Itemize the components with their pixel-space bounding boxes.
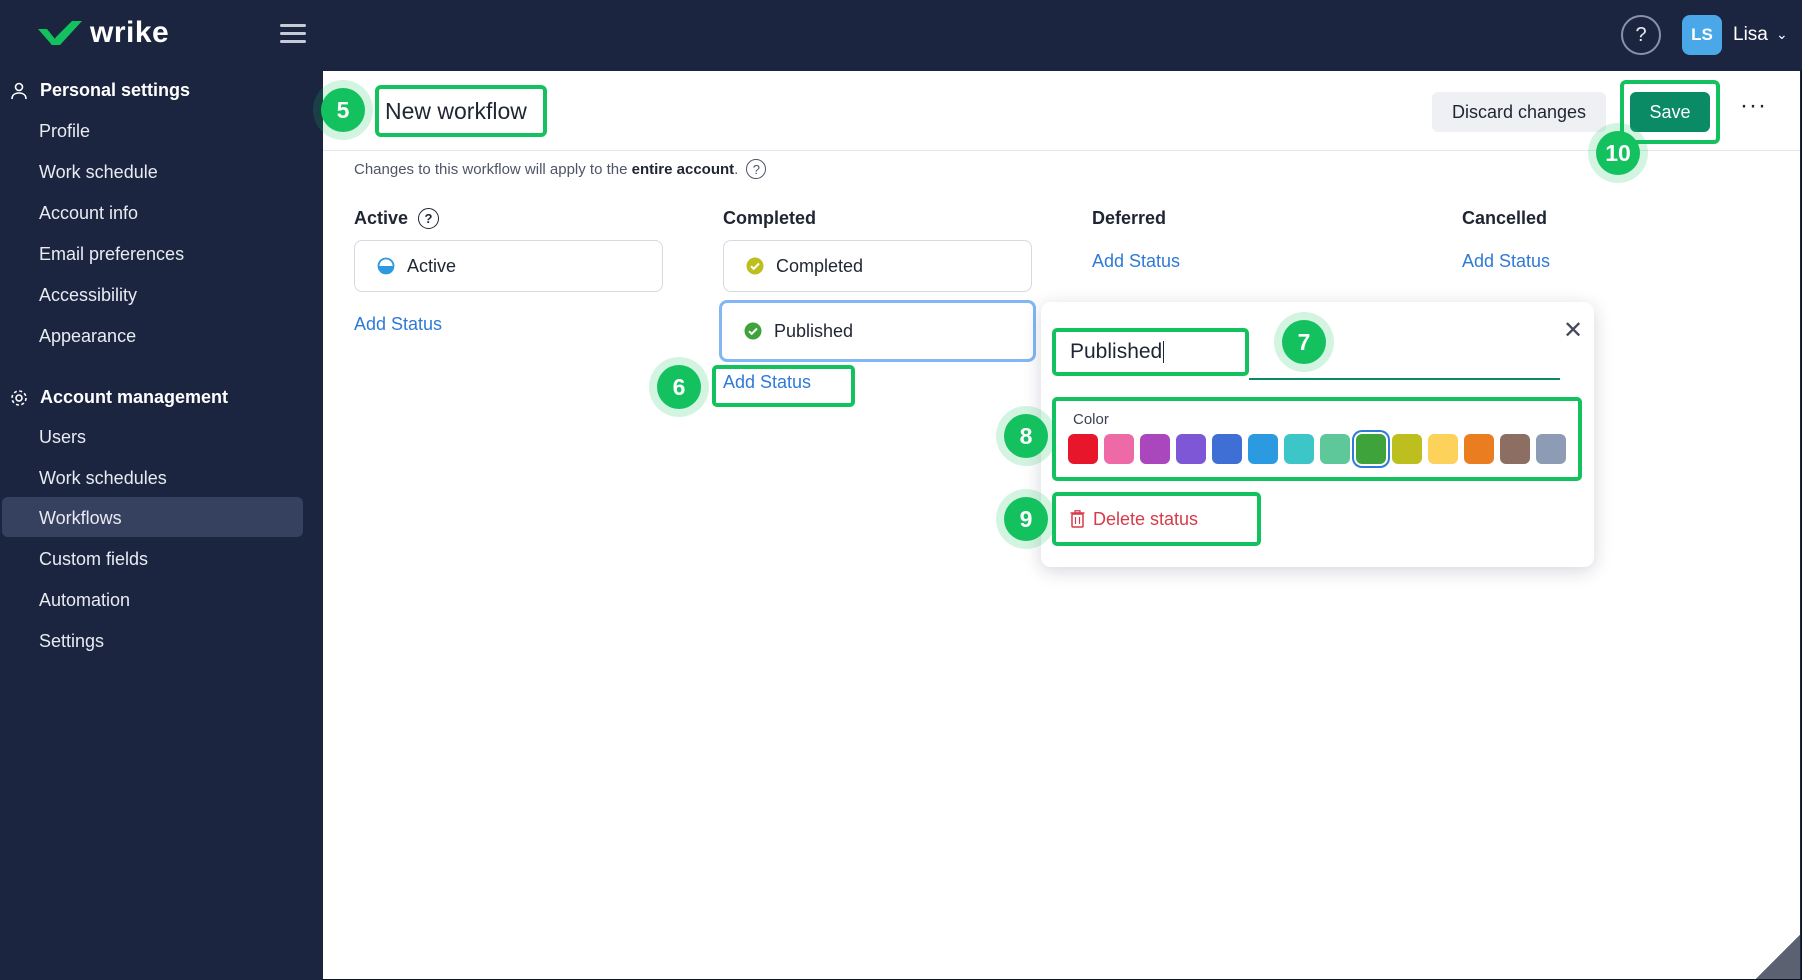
column-title: Completed [723, 208, 817, 228]
help-circle-icon[interactable]: ? [418, 208, 440, 229]
column-header-completed: Completed [723, 208, 816, 229]
sidebar-item-email-preferences[interactable]: Email preferences [39, 244, 185, 264]
status-label: Completed [776, 255, 864, 276]
color-swatch[interactable] [1248, 434, 1278, 464]
status-label: Published [774, 320, 854, 341]
color-swatch[interactable] [1104, 434, 1134, 464]
color-swatch[interactable] [1536, 434, 1566, 464]
trash-icon [1070, 510, 1085, 528]
discard-changes-button[interactable]: Discard changes [1432, 92, 1606, 132]
sidebar-item-account-info[interactable]: Account info [39, 203, 139, 223]
help-icon[interactable]: ? [1621, 15, 1661, 55]
color-swatch[interactable] [1284, 434, 1314, 464]
person-icon [11, 82, 27, 99]
top-bar: wrike ? LS Lisa ⌄ [0, 0, 1802, 70]
color-picker: Color [1052, 397, 1582, 481]
sidebar-item-automation[interactable]: Automation [39, 590, 131, 610]
column-title: Deferred [1092, 208, 1167, 228]
header-divider [323, 150, 1800, 151]
column-title: Active [354, 208, 409, 228]
sidebar-item-accessibility[interactable]: Accessibility [39, 285, 138, 305]
status-card-active[interactable]: Active [354, 240, 663, 292]
chevron-down-icon[interactable]: ⌄ [1776, 26, 1788, 42]
gear-icon [11, 389, 27, 406]
help-circle-icon[interactable]: ? [746, 159, 767, 179]
sidebar-item-work-schedule[interactable]: Work schedule [39, 162, 158, 182]
column-header-active: Active ? [354, 208, 440, 229]
sidebar-item-settings[interactable]: Settings [39, 631, 105, 651]
color-swatch[interactable] [1176, 434, 1206, 464]
half-circle-icon [377, 257, 395, 275]
hamburger-menu-icon[interactable] [280, 24, 306, 46]
status-name-input[interactable]: Published [1052, 328, 1249, 376]
check-circle-icon [744, 322, 762, 340]
status-card-completed[interactable]: Completed [723, 240, 1032, 292]
sidebar: Personal settings Profile Work schedule … [0, 70, 322, 980]
add-status-active[interactable]: Add Status [354, 314, 443, 334]
main-panel: New workflow 5 Discard changes Save 10 ·… [321, 71, 1800, 979]
column-header-deferred: Deferred [1092, 208, 1166, 229]
color-swatch[interactable] [1212, 434, 1242, 464]
add-status-completed[interactable]: Add Status [723, 372, 812, 392]
delete-label: Delete status [1093, 508, 1199, 529]
close-icon[interactable]: ✕ [1563, 317, 1584, 344]
color-swatch[interactable] [1320, 434, 1350, 464]
user-name[interactable]: Lisa [1733, 24, 1768, 45]
sidebar-section-account: Account management [10, 387, 228, 408]
color-swatch[interactable] [1464, 434, 1494, 464]
workflow-notice: Changes to this workflow will apply to t… [354, 159, 767, 179]
resize-corner [1756, 935, 1800, 979]
status-name-value: Published [1070, 340, 1163, 363]
logo-text: wrike [90, 16, 170, 49]
column-header-cancelled: Cancelled [1462, 208, 1547, 229]
save-button[interactable]: Save [1630, 92, 1710, 132]
notice-bold: entire account [631, 160, 735, 178]
add-status-highlight [712, 365, 855, 407]
color-swatch[interactable] [1428, 434, 1458, 464]
delete-status-button[interactable]: Delete status [1052, 492, 1261, 546]
sidebar-item-custom-fields[interactable]: Custom fields [39, 549, 149, 569]
input-underline [1249, 378, 1560, 380]
notice-suffix: . [734, 160, 739, 178]
color-swatch[interactable] [1500, 434, 1530, 464]
step-badge-6: 6 [657, 365, 701, 409]
color-swatch[interactable] [1140, 434, 1170, 464]
wrike-logo[interactable]: wrike [38, 16, 169, 50]
sidebar-active-highlight [2, 497, 303, 537]
notice-text: Changes to this workflow will apply to t… [354, 160, 628, 178]
step-badge-8: 8 [1004, 414, 1048, 458]
sidebar-section-title: Personal settings [40, 80, 191, 100]
status-card-published[interactable]: Published [719, 300, 1036, 362]
color-swatch[interactable] [1356, 434, 1386, 464]
more-options-icon[interactable]: ··· [1740, 92, 1767, 119]
avatar[interactable]: LS [1682, 15, 1722, 55]
column-title: Cancelled [1462, 208, 1548, 228]
check-circle-icon [746, 257, 764, 275]
color-swatches [1068, 434, 1566, 464]
step-badge-5: 5 [321, 88, 365, 132]
color-swatch[interactable] [1068, 434, 1098, 464]
wrike-check-icon [38, 21, 82, 45]
workflow-title-field[interactable]: New workflow [375, 85, 547, 137]
step-badge-7: 7 [1282, 320, 1326, 364]
sidebar-item-work-schedules[interactable]: Work schedules [39, 468, 167, 488]
color-label: Color [1073, 411, 1109, 428]
sidebar-item-appearance[interactable]: Appearance [39, 326, 137, 346]
status-label: Active [407, 255, 457, 276]
sidebar-item-users[interactable]: Users [39, 427, 87, 447]
sidebar-item-profile[interactable]: Profile [39, 121, 91, 141]
color-swatch[interactable] [1392, 434, 1422, 464]
page-title: New workflow [385, 97, 527, 124]
sidebar-section-personal: Personal settings [10, 80, 190, 101]
text-cursor [1163, 341, 1165, 363]
sidebar-section-title: Account management [40, 387, 229, 407]
step-badge-10: 10 [1596, 131, 1640, 175]
add-status-cancelled[interactable]: Add Status [1462, 251, 1551, 271]
sidebar-item-workflows[interactable]: Workflows [39, 508, 122, 528]
add-status-deferred[interactable]: Add Status [1092, 251, 1181, 271]
step-badge-9: 9 [1004, 497, 1048, 541]
save-highlight [1620, 80, 1720, 144]
